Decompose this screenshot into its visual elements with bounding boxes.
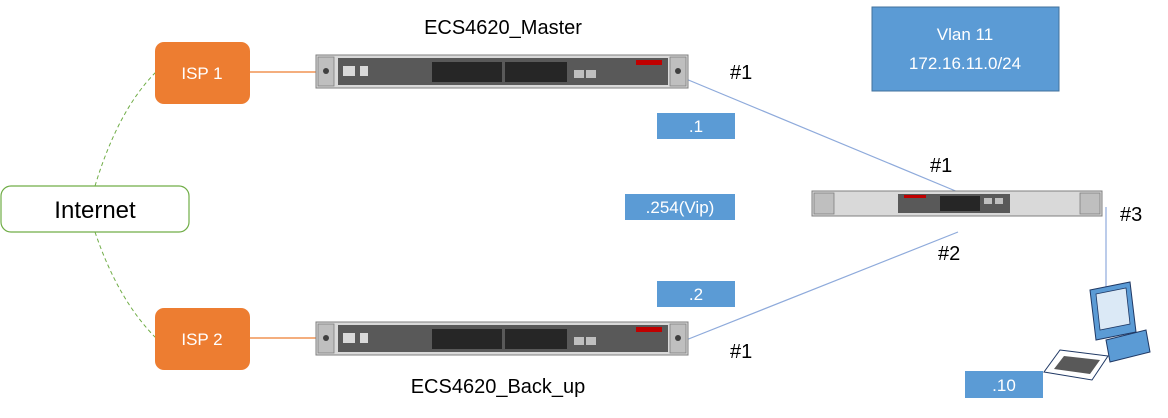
master-access-link — [685, 78, 959, 193]
backup-ip-label: .2 — [689, 285, 703, 304]
backup-access-link — [685, 231, 959, 341]
isp1-node — [155, 42, 250, 104]
isp1-label: ISP 1 — [181, 64, 222, 83]
access-port-3-label: #3 — [1120, 204, 1142, 226]
internet-node — [0, 185, 190, 233]
host-computer — [1043, 281, 1151, 381]
access-switch — [811, 190, 1103, 217]
isp2-label: ISP 2 — [181, 330, 222, 349]
vlan-subnet: 172.16.11.0/24 — [909, 54, 1021, 73]
vlan-box — [871, 6, 1060, 92]
host-ip-box — [965, 371, 1043, 398]
backup-switch-label: ECS4620_Back_up — [411, 376, 586, 398]
backup-port-label: #1 — [730, 341, 752, 363]
internet-label: Internet — [54, 197, 136, 224]
vlan-name: Vlan 11 — [937, 25, 993, 44]
master-switch-label: ECS4620_Master — [424, 17, 582, 39]
vip-label: .254(Vip) — [646, 198, 715, 217]
host-ip-label: .10 — [992, 376, 1016, 395]
backup-switch — [315, 321, 689, 356]
internet-isp1-link — [94, 71, 157, 187]
isp2-node — [155, 308, 250, 370]
master-ip-label: .1 — [689, 117, 703, 136]
master-ip-box — [657, 113, 735, 139]
vip-box — [625, 194, 735, 220]
access-port-2-label: #2 — [938, 243, 960, 265]
internet-isp2-link — [94, 231, 157, 339]
access-port-1-label: #1 — [930, 155, 952, 177]
master-port-label: #1 — [730, 62, 752, 84]
master-switch — [315, 54, 689, 89]
backup-ip-box — [657, 281, 735, 307]
